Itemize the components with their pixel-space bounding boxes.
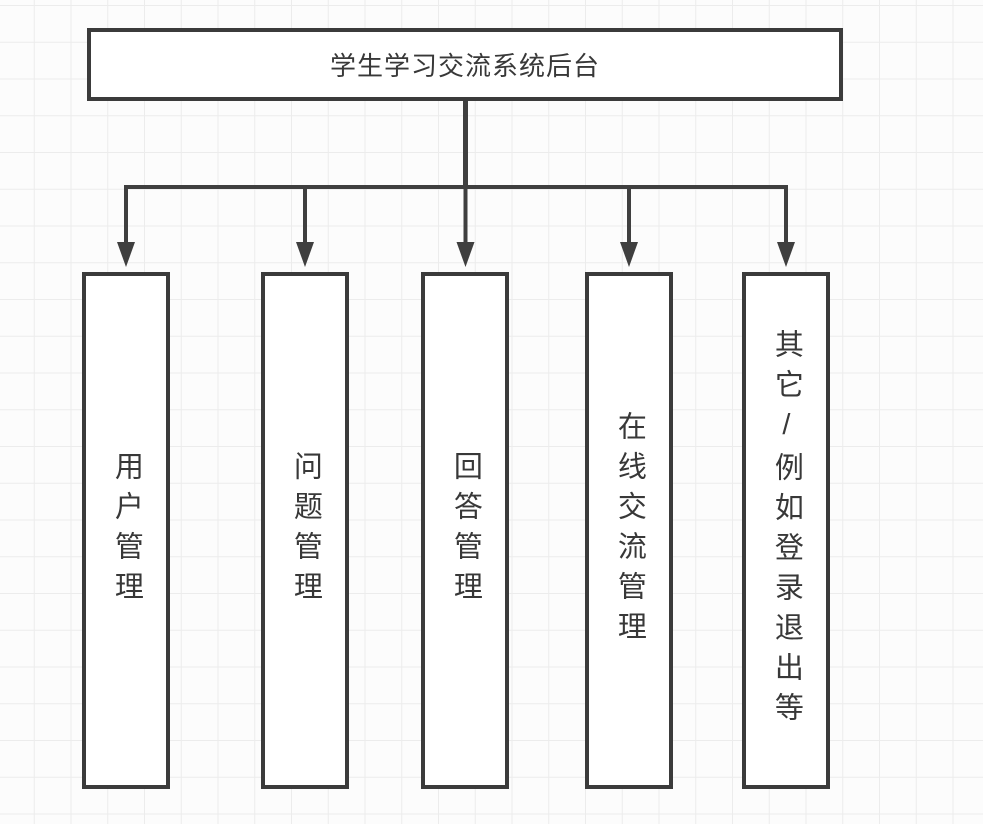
node-question-management[interactable]: 问题管理 bbox=[261, 272, 349, 789]
node-label: 在线交流管理 bbox=[613, 410, 646, 651]
node-user-management[interactable]: 用户管理 bbox=[82, 272, 170, 789]
node-label: 问题管理 bbox=[289, 450, 322, 611]
node-label: 回答管理 bbox=[449, 450, 482, 611]
node-label: 用户管理 bbox=[110, 450, 143, 611]
arrowhead-icon bbox=[117, 242, 135, 267]
node-root[interactable]: 学生学习交流系统后台 bbox=[87, 28, 843, 101]
arrowhead-icon bbox=[456, 242, 475, 267]
arrowhead-icon bbox=[296, 242, 314, 267]
node-label: 其它/例如登录退出等 bbox=[770, 329, 803, 732]
arrowhead-icon bbox=[777, 242, 795, 267]
node-online-exchange-management[interactable]: 在线交流管理 bbox=[585, 272, 673, 789]
node-answer-management[interactable]: 回答管理 bbox=[421, 272, 509, 789]
node-other-login-logout[interactable]: 其它/例如登录退出等 bbox=[742, 272, 830, 789]
arrowhead-icon bbox=[620, 242, 638, 267]
node-root-label: 学生学习交流系统后台 bbox=[329, 51, 600, 81]
